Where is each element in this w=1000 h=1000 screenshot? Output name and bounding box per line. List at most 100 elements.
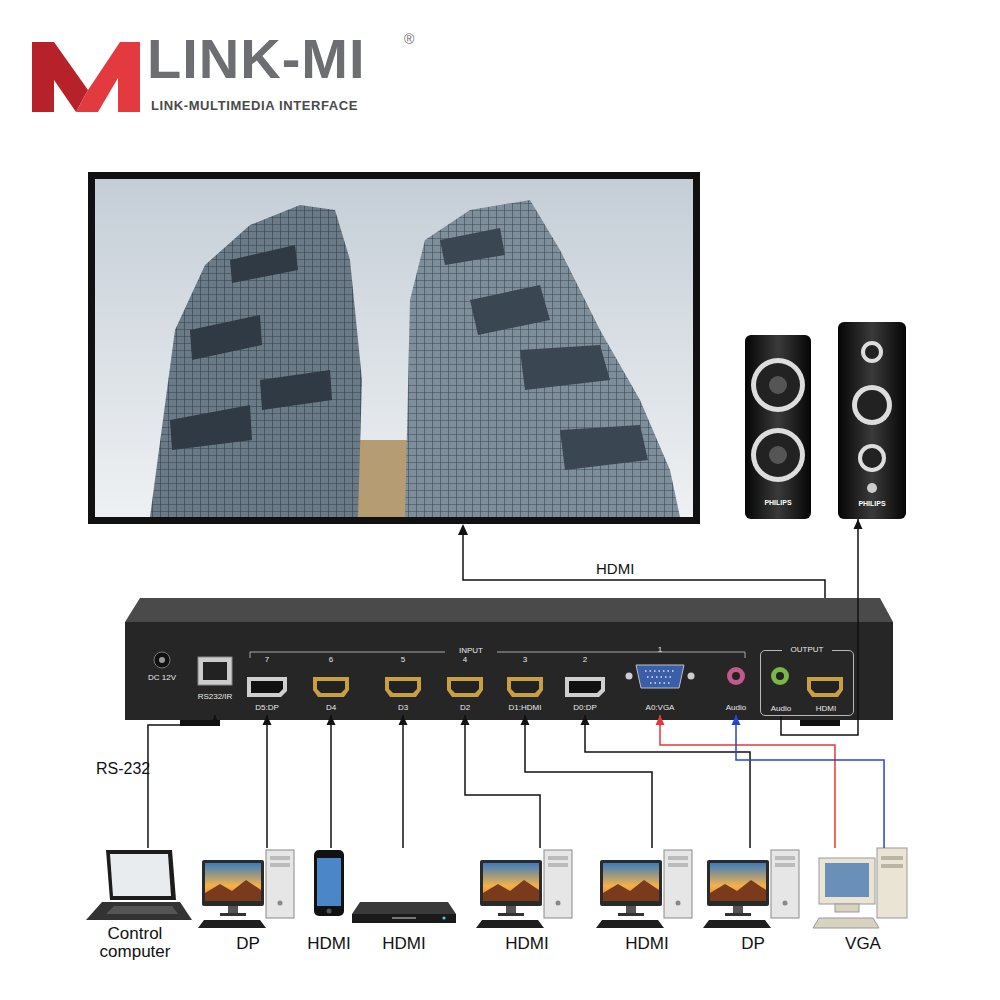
arrow-head bbox=[521, 715, 530, 725]
device-ports bbox=[154, 652, 843, 697]
pc-icon bbox=[476, 850, 572, 928]
laptop-screen bbox=[106, 850, 176, 900]
connector-line bbox=[330, 715, 332, 848]
hdmi-hole bbox=[389, 681, 417, 693]
speaker-body bbox=[745, 335, 811, 519]
keyboard bbox=[813, 918, 879, 928]
arrow-head bbox=[399, 715, 408, 725]
speaker-ring bbox=[751, 358, 805, 412]
monitor bbox=[88, 172, 700, 524]
speaker-ring bbox=[861, 341, 883, 363]
laptop-display bbox=[110, 854, 171, 896]
vga-pins bbox=[645, 671, 675, 683]
dp-hole bbox=[251, 681, 283, 693]
arrow-head bbox=[211, 715, 220, 725]
monitor-frame bbox=[88, 172, 700, 524]
speaker-body bbox=[838, 322, 906, 519]
power-jack: DC 12V bbox=[140, 645, 184, 690]
node-text: D0:DP bbox=[551, 703, 619, 712]
connector-line bbox=[781, 519, 858, 735]
connector-line bbox=[736, 715, 884, 848]
source-device: DP bbox=[200, 848, 296, 958]
pc-icon bbox=[703, 850, 799, 928]
node-text: RS232/IR bbox=[184, 692, 246, 701]
phone-screen bbox=[317, 858, 341, 906]
player-front bbox=[352, 914, 456, 923]
speaker-cone bbox=[756, 433, 800, 477]
node-text: 5 bbox=[375, 655, 431, 664]
connector-line bbox=[266, 715, 268, 848]
building-block bbox=[230, 245, 298, 283]
node-text: Audio bbox=[759, 704, 803, 713]
input-port: 4D2 bbox=[437, 655, 493, 715]
power-pin bbox=[159, 657, 165, 663]
hdmi-socket bbox=[807, 677, 843, 697]
node-text: D4 bbox=[297, 703, 365, 712]
audio-hole bbox=[776, 672, 784, 680]
dp-socket bbox=[565, 677, 605, 697]
connector-line bbox=[525, 715, 652, 848]
arrow-head bbox=[327, 715, 336, 725]
pc-icon bbox=[596, 850, 692, 928]
player-icon bbox=[352, 902, 456, 923]
tower bbox=[877, 848, 907, 918]
source-device: HDMI bbox=[598, 848, 696, 958]
dp-hole bbox=[569, 681, 601, 693]
hdmi-hole bbox=[811, 681, 839, 693]
arrow-head bbox=[263, 715, 272, 725]
monitor-screen bbox=[95, 179, 693, 517]
node-text: A0:VGA bbox=[625, 703, 695, 712]
input-port: 3D1:HDMI bbox=[497, 655, 553, 715]
building bbox=[355, 440, 410, 517]
source-device: HDMI bbox=[352, 848, 456, 958]
node-text: HDMI bbox=[801, 704, 851, 713]
hdmi-hole bbox=[317, 681, 345, 693]
matrix-switch: INPUTDC 12VRS232/IR7D5:DP6D45D34D23D1:HD… bbox=[125, 598, 893, 720]
speaker-left bbox=[745, 335, 811, 519]
arrow-head bbox=[656, 715, 665, 725]
building-block bbox=[470, 285, 550, 335]
speaker-cone bbox=[862, 448, 882, 468]
player-top bbox=[352, 902, 456, 914]
audio-jack: Audio bbox=[716, 662, 756, 715]
control-computer: Control computer bbox=[80, 848, 190, 966]
source-device: DP bbox=[705, 848, 801, 958]
connector bbox=[781, 519, 862, 735]
device-foot bbox=[180, 720, 220, 726]
output-group: OUTPUTAudioHDMI bbox=[760, 650, 854, 716]
player-light bbox=[442, 916, 445, 919]
building-block bbox=[170, 405, 252, 450]
connector bbox=[148, 715, 220, 848]
speaker-right bbox=[838, 322, 906, 519]
node-text: HDMI bbox=[294, 934, 364, 954]
source-device: VGA bbox=[815, 848, 911, 958]
building-block bbox=[440, 228, 505, 265]
node-text: 3 bbox=[497, 655, 553, 664]
audio-socket bbox=[727, 667, 745, 685]
vga-socket bbox=[636, 665, 684, 688]
vga-screw bbox=[688, 673, 695, 680]
logo-part bbox=[32, 42, 88, 112]
vga-port: 1A0:VGA bbox=[625, 645, 695, 715]
logo-mark bbox=[32, 42, 140, 112]
connector bbox=[656, 715, 835, 848]
old-pc-icon bbox=[813, 848, 907, 928]
connector bbox=[399, 715, 408, 848]
drive-slot bbox=[881, 856, 903, 860]
device-front bbox=[125, 622, 893, 720]
node-text: Audio bbox=[712, 703, 760, 712]
hdmi-socket bbox=[507, 677, 543, 697]
node-text: Control computer bbox=[85, 925, 185, 961]
speaker-ring bbox=[852, 385, 892, 425]
speaker: PHILIPS bbox=[838, 322, 906, 519]
connector bbox=[327, 715, 336, 848]
hdmi-socket bbox=[385, 677, 421, 697]
node-text: OUTPUT bbox=[782, 645, 832, 654]
node-text: PHILIPS bbox=[838, 500, 906, 508]
input-port: 7D5:DP bbox=[239, 655, 295, 715]
arrow-head bbox=[732, 715, 741, 725]
audio-hole bbox=[732, 672, 740, 680]
connector bbox=[263, 715, 272, 848]
